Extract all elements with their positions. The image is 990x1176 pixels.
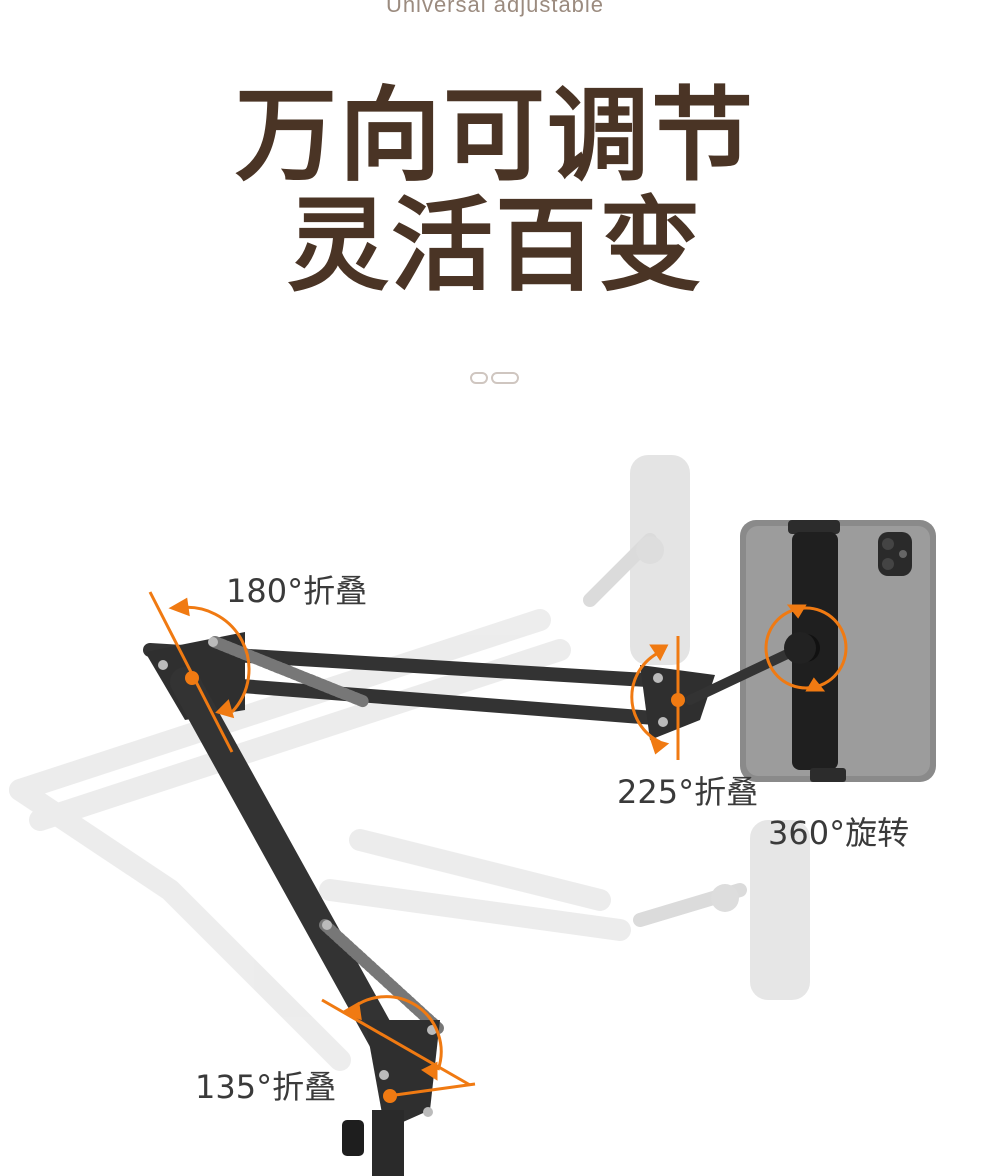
section-divider-pills xyxy=(470,372,519,384)
ghost-tablet-holder-top xyxy=(583,455,690,665)
label-fold-180: 180°折叠 xyxy=(226,572,368,610)
angle-arc-360 xyxy=(764,604,848,692)
angle-arc-135 xyxy=(321,995,476,1103)
pill-large xyxy=(491,372,519,384)
angle-arc-225 xyxy=(630,636,685,760)
title-line-1: 万向可调节 xyxy=(235,77,755,196)
angle-arc-180 xyxy=(148,591,251,753)
label-fold-225: 225°折叠 xyxy=(617,773,759,811)
main-arm xyxy=(143,632,816,1176)
title-line-2: 灵活百变 xyxy=(287,187,703,306)
product-illustration xyxy=(9,455,936,1176)
subtitle-english: Universal adjustable xyxy=(385,0,605,17)
ghost-arm-lower xyxy=(9,609,631,1071)
label-fold-135: 135°折叠 xyxy=(195,1068,337,1106)
label-rotate-360: 360°旋转 xyxy=(768,814,910,852)
pill-small xyxy=(470,372,488,384)
ghost-tablet-holder-bottom xyxy=(633,820,810,1000)
